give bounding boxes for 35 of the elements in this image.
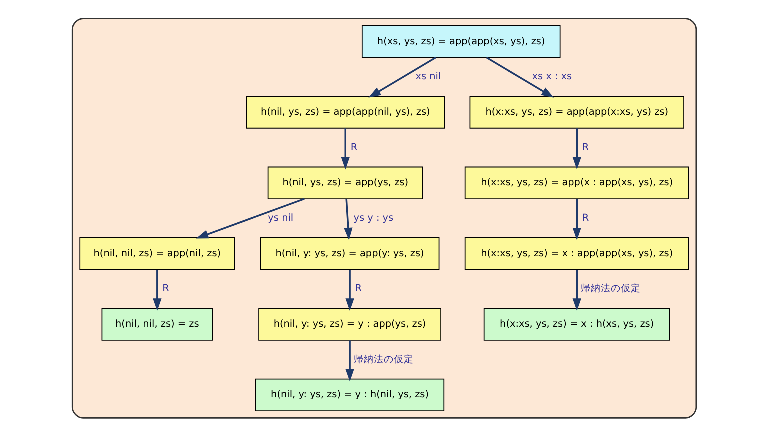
arrow [152, 270, 162, 312]
arrow [340, 128, 350, 170]
node-box: h(nil, y: ys, zs) = app(y: ys, zs) [260, 238, 440, 270]
cluster [71, 18, 697, 419]
edge-label: xs nil [415, 72, 441, 83]
node-box: h(x:xs, ys, zs) = x : h(xs, ys, zs) [483, 308, 670, 341]
node-box: h(nil, nil, zs) = zs [101, 308, 213, 341]
edge-label: ys y : ys [353, 212, 394, 224]
node-box: h(x:xs, ys, zs) = x : app(app(xs, ys), zs) [464, 238, 689, 270]
node-box: h(nil, ys, zs) = app(ys, zs) [267, 166, 423, 200]
edge-label: R [582, 142, 589, 154]
arrow [572, 199, 581, 240]
arrow [486, 57, 554, 98]
arrow [345, 270, 354, 312]
arrow [196, 198, 304, 239]
arrow [368, 57, 436, 98]
node-box: h(nil, y: ys, zs) = y : app(ys, zs) [258, 308, 441, 341]
edge-label: R [162, 284, 169, 295]
edge-label: 帰納法の仮定 [580, 284, 640, 295]
node-box: h(x:xs, ys, zs) = app(x : app(xs, ys), zs) [464, 166, 689, 200]
node-box: h(nil, ys, zs) = app(app(nil, ys), zs) [246, 96, 445, 129]
arrow [572, 270, 581, 312]
node-box: h(xs, ys, zs) = app(app(xs, ys), zs) [361, 25, 560, 58]
edge-label: R [350, 142, 358, 154]
arrow [572, 128, 581, 170]
edge-label: ys nil [268, 212, 294, 224]
edge-label: R [582, 212, 589, 224]
node-box: h(nil, y: ys, zs) = y : h(nil, ys, zs) [255, 378, 444, 412]
arrow [345, 340, 354, 382]
edge-label: xs x : xs [532, 72, 572, 83]
arrow [344, 199, 352, 240]
node-box: h(x:xs, ys, zs) = app(app(x:xs, ys) zs) [469, 96, 684, 129]
edge-label: R [354, 284, 362, 295]
node-box: h(nil, nil, zs) = app(nil, zs) [79, 238, 235, 270]
edge-label: 帰納法の仮定 [353, 354, 414, 366]
